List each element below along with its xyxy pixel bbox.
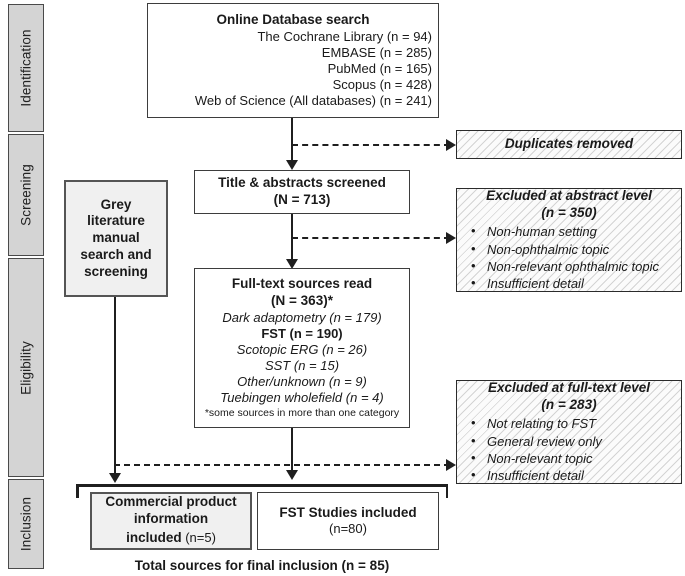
excluded-abstract-reason: Non-ophthalmic topic [457, 240, 681, 258]
excluded-abstract-reason: Insufficient detail [457, 274, 681, 292]
grey-literature-line-5: screening [84, 263, 148, 279]
screened-count: (N = 713) [273, 192, 331, 207]
online-database-search-box: Online Database search The Cochrane Libr… [147, 3, 439, 118]
stage-band-inclusion: Inclusion [8, 479, 44, 569]
commercial-line-1: Commercial product [105, 494, 237, 510]
excluded-fulltext-reason-list: Not relating to FST General review only … [457, 414, 681, 484]
arrow-fulltext-to-inclusion [285, 470, 298, 480]
excluded-abstract-title: Excluded at abstract level [486, 187, 652, 203]
arrow-to-duplicates [446, 139, 456, 151]
excluded-abstract-reason-list: Non-human setting Non-ophthalmic topic N… [457, 222, 681, 292]
database-source-cochrane: The Cochrane Library (n = 94) [257, 28, 432, 44]
fulltext-breakdown-tuebingen: Tuebingen wholefield (n = 4) [220, 390, 384, 406]
inclusion-bracket-tick-right [445, 484, 448, 498]
fulltext-count: (N = 363)* [271, 293, 333, 309]
total-sources-label: Total sources for final inclusion (n = 8… [134, 558, 390, 573]
grey-literature-line-1: Grey [100, 196, 132, 212]
commercial-product-box: Commercial product information included … [90, 492, 252, 550]
excluded-fulltext-title: Excluded at full-text level [487, 379, 651, 395]
stage-label-eligibility: Eligibility [18, 340, 34, 395]
dashed-connector-to-excluded-abstract [292, 237, 450, 239]
duplicates-removed-box: Duplicates removed [456, 130, 682, 159]
excluded-abstract-box: Excluded at abstract level (n = 350) Non… [456, 188, 682, 292]
database-source-scopus: Scopus (n = 428) [332, 76, 432, 92]
commercial-line-3: included [126, 529, 182, 545]
inclusion-bracket-tick-left [76, 484, 79, 498]
stage-label-screening: Screening [18, 164, 34, 226]
fst-studies-title: FST Studies included [279, 504, 417, 520]
duplicates-removed-title: Duplicates removed [504, 136, 634, 152]
excluded-abstract-count: (n = 350) [541, 204, 597, 220]
fulltext-footnote: *some sources in more than one category [204, 406, 400, 419]
grey-literature-box: Grey literature manual search and screen… [64, 180, 168, 297]
stage-band-identification: Identification [8, 4, 44, 132]
stage-band-eligibility: Eligibility [8, 258, 44, 477]
grey-literature-line-2: literature [87, 213, 145, 229]
database-source-embase: EMBASE (n = 285) [321, 44, 432, 60]
full-text-sources-box: Full-text sources read (N = 363)* Dark a… [194, 268, 410, 428]
stage-label-identification: Identification [18, 29, 34, 107]
excluded-fulltext-reason: Insufficient detail [457, 466, 681, 484]
database-search-title: Online Database search [216, 11, 370, 27]
dashed-connector-to-excluded-fulltext [114, 464, 450, 466]
excluded-fulltext-box: Excluded at full-text level (n = 283) No… [456, 380, 682, 484]
excluded-fulltext-reason: General review only [457, 432, 681, 450]
fst-studies-count: (n=80) [329, 521, 367, 537]
commercial-count: (n=5) [181, 529, 216, 545]
stage-band-screening: Screening [8, 134, 44, 256]
fulltext-breakdown-other-unknown: Other/unknown (n = 9) [237, 374, 367, 390]
commercial-line-3-row: included (n=5) [92, 528, 250, 548]
arrow-identification-to-screening [285, 160, 298, 170]
excluded-abstract-reason: Non-relevant ophthalmic topic [457, 257, 681, 275]
database-source-pubmed: PubMed (n = 165) [327, 60, 432, 76]
excluded-fulltext-count: (n = 283) [541, 396, 597, 412]
inclusion-bracket-top [76, 484, 448, 487]
title-abstracts-screened-box: Title & abstracts screened (N = 713) [194, 170, 410, 214]
arrow-screening-to-fulltext [285, 259, 298, 269]
excluded-fulltext-reason: Non-relevant topic [457, 449, 681, 467]
arrow-to-excluded-fulltext [446, 459, 456, 471]
database-source-web-of-science: Web of Science (All databases) (n = 241) [194, 93, 432, 109]
fulltext-title: Full-text sources read [231, 276, 373, 292]
fulltext-breakdown-sst: SST (n = 15) [264, 358, 340, 374]
connector-identification-to-screening [291, 118, 293, 163]
grey-literature-line-4: search and [80, 246, 152, 262]
grey-literature-line-3: manual [92, 230, 140, 246]
arrow-to-excluded-abstract [446, 232, 456, 244]
excluded-fulltext-reason: Not relating to FST [457, 414, 681, 432]
excluded-abstract-reason: Non-human setting [457, 222, 681, 240]
stage-label-inclusion: Inclusion [18, 496, 34, 552]
screened-title: Title & abstracts screened [218, 175, 386, 191]
commercial-line-2: information [133, 511, 209, 527]
fulltext-breakdown-dark-adaptometry: Dark adaptometry (n = 179) [222, 309, 382, 325]
fulltext-breakdown-scotopic-erg: Scotopic ERG (n = 26) [236, 342, 368, 358]
fulltext-breakdown-fst: FST (n = 190) [261, 326, 343, 341]
dashed-connector-to-duplicates [292, 144, 450, 146]
connector-fulltext-to-inclusion [291, 428, 293, 473]
arrow-grey-literature-to-inclusion [108, 473, 121, 483]
fst-studies-included-box: FST Studies included (n=80) [257, 492, 439, 550]
connector-grey-literature-to-inclusion [114, 297, 116, 477]
